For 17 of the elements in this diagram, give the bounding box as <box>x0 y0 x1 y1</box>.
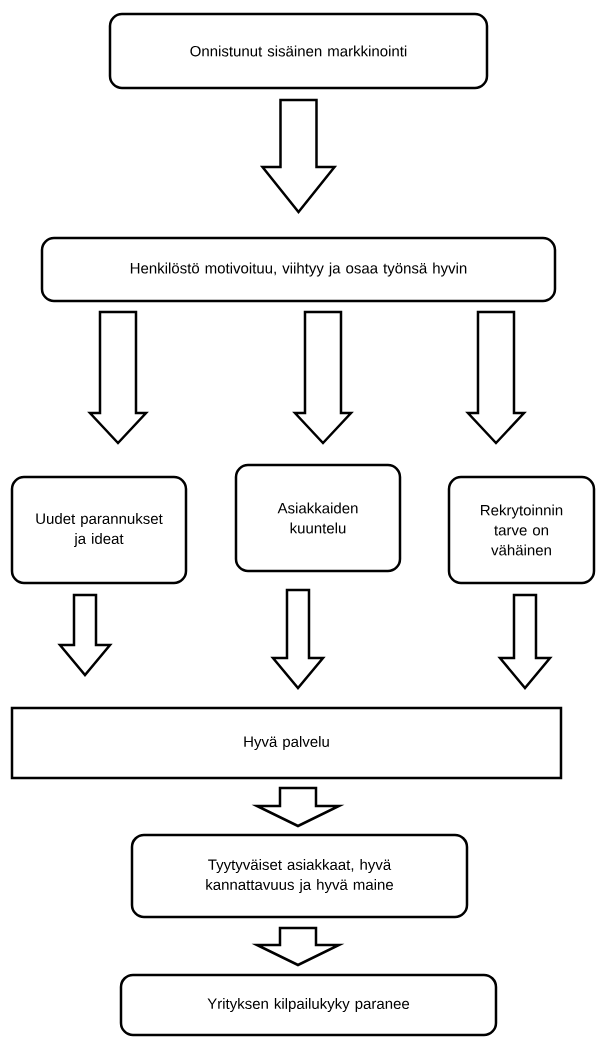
process-box: Onnistunut sisäinen markkinointi <box>108 12 489 90</box>
block-arrow <box>259 98 338 214</box>
process-box: Tyytyväiset asiakkaat, hyvä kannattavuus ja hyvä maine <box>130 833 469 919</box>
block-arrow <box>270 588 326 690</box>
process-box: Hyvä palvelu <box>10 706 563 780</box>
block-arrow <box>292 310 354 445</box>
process-box: Henkilöstö motivoituu, viihtyy ja osaa työnsä hyvin <box>40 236 557 303</box>
process-box: Rekrytoinnin tarve on vähäinen <box>447 475 596 585</box>
process-box: Yrityksen kilpailukyky paranee <box>119 973 498 1037</box>
block-arrow <box>251 786 345 828</box>
block-arrow <box>497 593 553 690</box>
process-box: Uudet parannukset ja ideat <box>10 475 188 585</box>
block-arrow <box>57 593 113 677</box>
block-arrow <box>87 310 149 445</box>
block-arrow <box>251 926 345 967</box>
block-arrow <box>465 310 527 445</box>
process-box: Asiakkaiden kuuntelu <box>234 463 402 573</box>
